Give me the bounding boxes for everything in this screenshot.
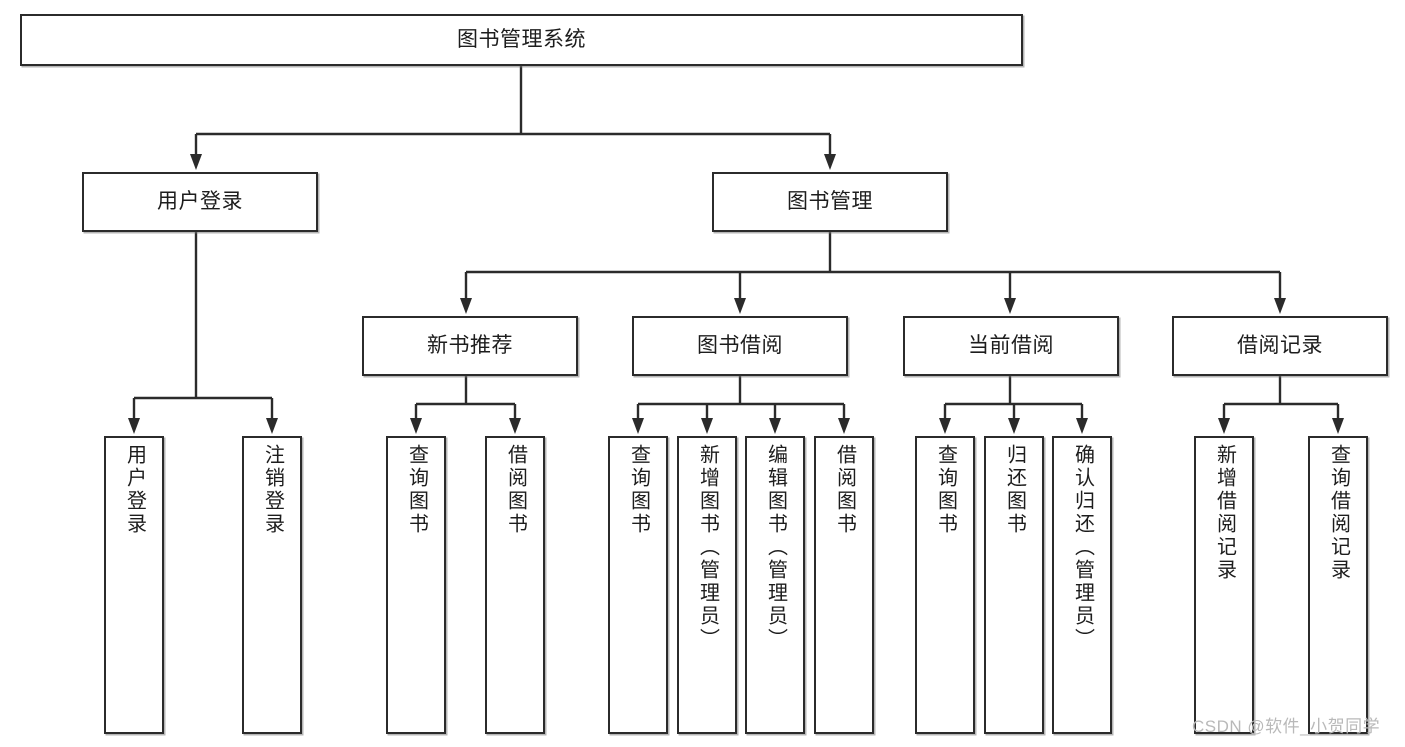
node-label: 用户登录	[123, 444, 146, 536]
node-label: 编辑图书（管理员）	[764, 444, 787, 651]
node-label: 新书推荐	[427, 333, 513, 357]
edge-arrow-bookborrow-to-leaves-2	[769, 418, 781, 434]
edge-arrow-currentborrow-to-leaves-0	[939, 418, 951, 434]
node-leaf-edit-book[interactable]: 编辑图书（管理员）	[745, 436, 805, 734]
edge-arrow-userlogin-to-leaves-1	[266, 418, 278, 434]
node-label: 借阅记录	[1237, 333, 1323, 357]
node-book-borrow[interactable]: 图书借阅	[632, 316, 848, 376]
node-label: 归还图书	[1003, 444, 1026, 536]
node-leaf-borrow-book-2[interactable]: 借阅图书	[814, 436, 874, 734]
edge-arrow-newbookrec-to-leaves-0	[410, 418, 422, 434]
node-leaf-add-record[interactable]: 新增借阅记录	[1194, 436, 1254, 734]
node-borrow-record[interactable]: 借阅记录	[1172, 316, 1388, 376]
edge-arrow-borrowrecord-to-leaves-0	[1218, 418, 1230, 434]
node-leaf-query-book-2[interactable]: 查询图书	[608, 436, 668, 734]
edge-arrow-currentborrow-to-leaves-2	[1076, 418, 1088, 434]
node-leaf-query-record[interactable]: 查询借阅记录	[1308, 436, 1368, 734]
node-label: 图书管理	[787, 189, 873, 213]
node-label: 图书管理系统	[457, 27, 586, 51]
node-label: 注销登录	[261, 444, 284, 536]
watermark-text: CSDN @软件_小贺同学	[1192, 717, 1381, 736]
node-leaf-return-book[interactable]: 归还图书	[984, 436, 1044, 734]
node-leaf-query-book-1[interactable]: 查询图书	[386, 436, 446, 734]
node-new-book-rec[interactable]: 新书推荐	[362, 316, 578, 376]
edge-arrow-newbookrec-to-leaves-1	[509, 418, 521, 434]
edge-arrow-bookmanage-to-level3-3	[1274, 298, 1286, 314]
edge-arrow-bookmanage-to-level3-1	[734, 298, 746, 314]
node-leaf-query-book-3[interactable]: 查询图书	[915, 436, 975, 734]
node-label: 查询图书	[627, 444, 650, 536]
node-label: 用户登录	[157, 189, 243, 213]
node-label: 当前借阅	[968, 333, 1054, 357]
edge-arrow-borrowrecord-to-leaves-1	[1332, 418, 1344, 434]
node-label: 图书借阅	[697, 333, 783, 357]
node-leaf-confirm-return[interactable]: 确认归还（管理员）	[1052, 436, 1112, 734]
node-label: 查询图书	[405, 444, 428, 536]
edge-arrow-currentborrow-to-leaves-1	[1008, 418, 1020, 434]
node-label: 查询图书	[934, 444, 957, 536]
edge-arrow-bookmanage-to-level3-2	[1004, 298, 1016, 314]
node-label: 确认归还（管理员）	[1071, 444, 1094, 651]
node-leaf-borrow-book-1[interactable]: 借阅图书	[485, 436, 545, 734]
node-label: 借阅图书	[504, 444, 527, 536]
edge-arrow-bookmanage-to-level3-0	[460, 298, 472, 314]
node-root[interactable]: 图书管理系统	[20, 14, 1023, 66]
edge-arrow-bookborrow-to-leaves-0	[632, 418, 644, 434]
node-label: 新增图书（管理员）	[696, 444, 719, 651]
node-label: 借阅图书	[833, 444, 856, 536]
node-book-manage[interactable]: 图书管理	[712, 172, 948, 232]
edge-arrow-userlogin-to-leaves-0	[128, 418, 140, 434]
edge-arrow-root-to-level2-1	[824, 154, 836, 170]
node-leaf-logout[interactable]: 注销登录	[242, 436, 302, 734]
edge-arrow-bookborrow-to-leaves-3	[838, 418, 850, 434]
edge-arrow-root-to-level2-0	[190, 154, 202, 170]
node-label: 新增借阅记录	[1213, 444, 1236, 582]
node-leaf-user-login[interactable]: 用户登录	[104, 436, 164, 734]
node-current-borrow[interactable]: 当前借阅	[903, 316, 1119, 376]
node-label: 查询借阅记录	[1327, 444, 1350, 582]
edge-arrow-bookborrow-to-leaves-1	[701, 418, 713, 434]
node-leaf-add-book[interactable]: 新增图书（管理员）	[677, 436, 737, 734]
node-user-login[interactable]: 用户登录	[82, 172, 318, 232]
